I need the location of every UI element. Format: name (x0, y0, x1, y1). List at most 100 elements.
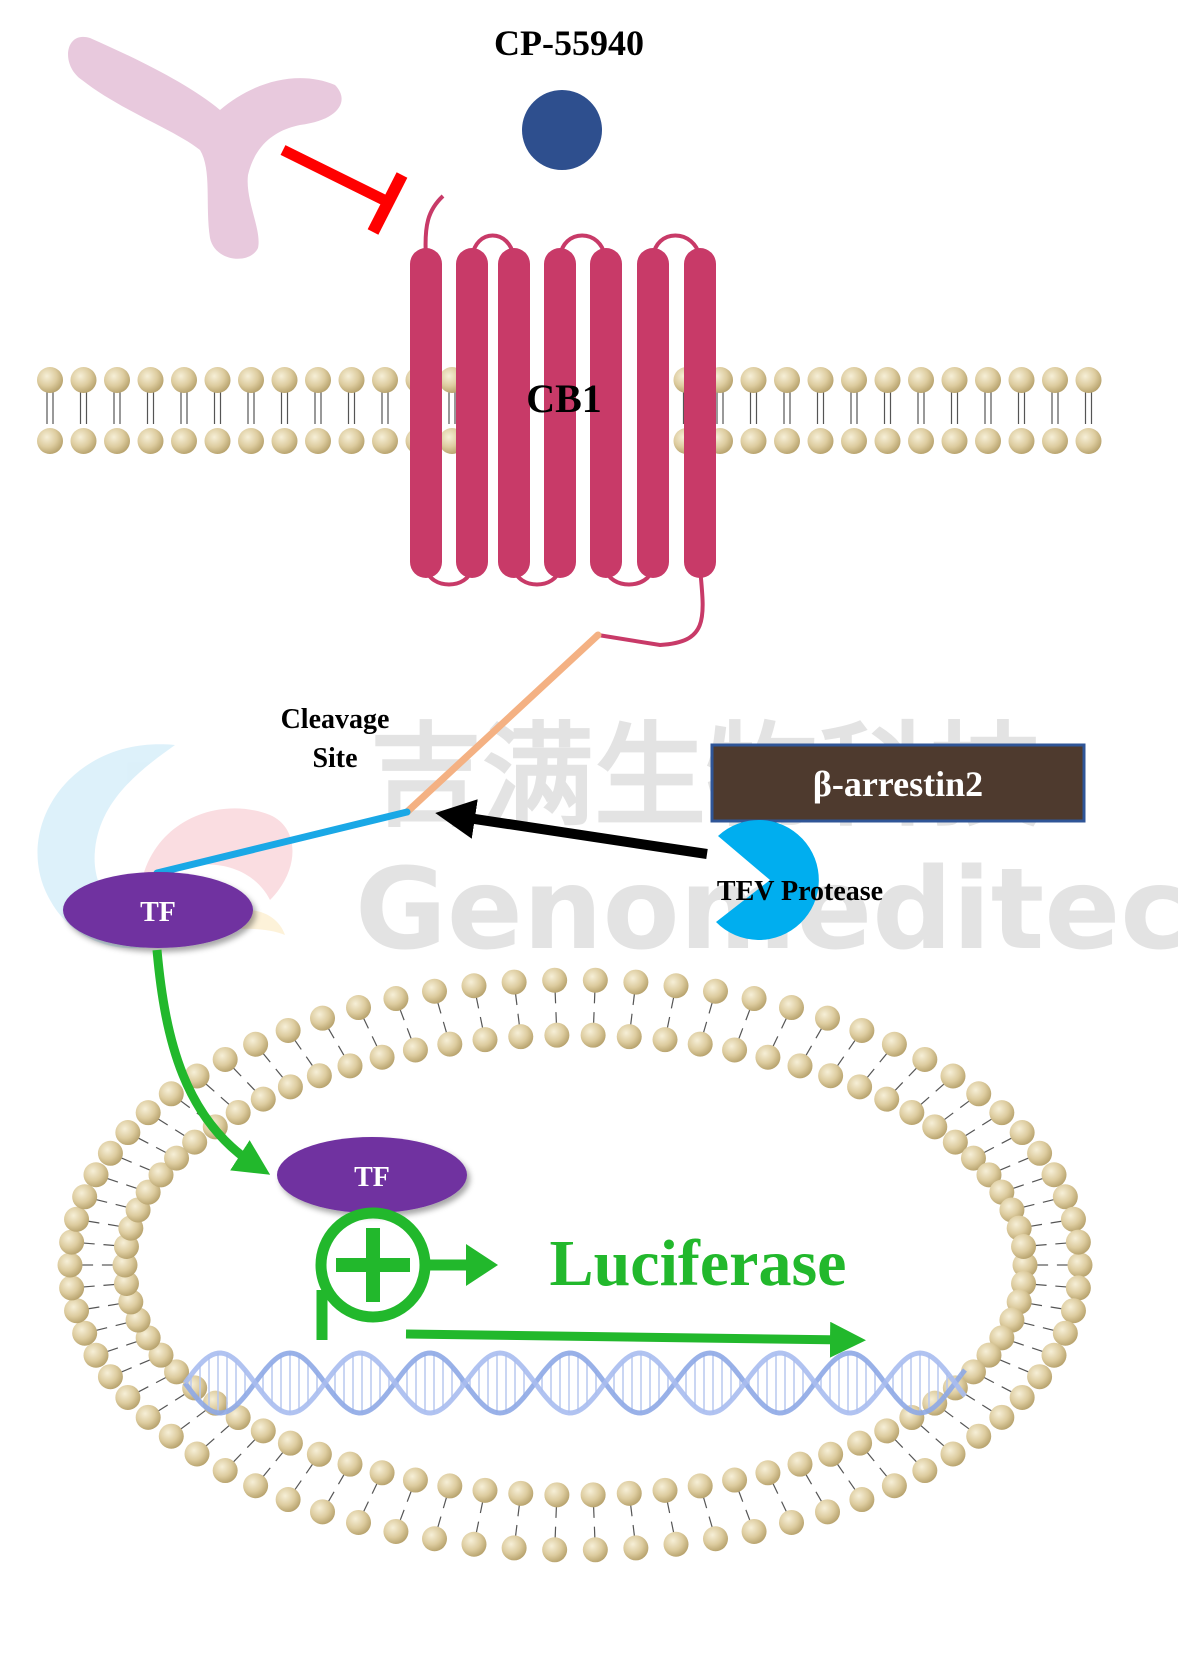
nuclear-lipid (83, 1162, 161, 1205)
inhibition-symbol (280, 145, 408, 235)
tev-protease-label: TEV Protease (717, 876, 883, 907)
cleavage-site-label-line2: Site (312, 743, 357, 774)
lipid (1075, 367, 1102, 454)
cb1-receptor (410, 194, 716, 648)
nuclear-lipid (847, 1430, 907, 1499)
nuclear-lipid (687, 1473, 728, 1552)
nuclear-lipid (422, 978, 463, 1057)
nuclear-lipid (346, 1460, 395, 1535)
nuclear-lipid (874, 1418, 938, 1484)
nuclear-lipid (501, 969, 534, 1050)
dna-helix-icon (183, 1350, 967, 1416)
nuclear-lipid (275, 1441, 332, 1513)
nuclear-lipid (687, 978, 728, 1057)
lipid (807, 367, 834, 454)
beta-arrestin2-label: β-arrestin2 (813, 764, 983, 804)
nuclear-lipid (960, 1120, 1035, 1171)
nuclear-lipid (64, 1206, 144, 1241)
nuclear-lipid (542, 1482, 570, 1563)
nuclear-membrane (57, 967, 1093, 1563)
nuclear-lipid (275, 1017, 332, 1089)
nuclear-lipid (580, 967, 608, 1048)
nuclear-lipid (847, 1031, 907, 1100)
lipid (204, 367, 231, 454)
antibody-icon (68, 36, 342, 259)
nuclear-lipid (97, 1140, 174, 1188)
lipid (171, 367, 197, 454)
nuclear-lipid (310, 1005, 363, 1079)
nuclear-lipid (115, 1120, 190, 1171)
lipid (238, 367, 264, 454)
nuclear-lipid (922, 1081, 992, 1140)
nuclear-lipid (652, 973, 689, 1053)
nuclear-lipid (212, 1046, 276, 1112)
nuclear-lipid (59, 1271, 139, 1301)
nuclear-lipid (115, 1359, 190, 1410)
lipid (70, 367, 97, 454)
tf-cytoplasm (63, 872, 253, 948)
nuclear-lipid (652, 1477, 689, 1557)
nuclear-lipid (722, 1467, 767, 1544)
lipid (338, 367, 365, 454)
nuclear-lipid (755, 995, 804, 1070)
tf-nucleus-label: TF (354, 1162, 390, 1193)
nuclear-lipid (616, 969, 649, 1050)
nuclear-lipid (57, 1252, 138, 1278)
nuclear-lipid (135, 1100, 208, 1155)
beta-arrestin2-box (710, 743, 1086, 823)
linker-orange (403, 631, 602, 816)
nuclear-lipid (542, 967, 570, 1048)
nuclear-lipid (989, 1325, 1067, 1368)
translocation-arrow (152, 949, 271, 1175)
lipid (908, 367, 934, 454)
nuclear-lipid (874, 1046, 938, 1112)
linker-blue (153, 808, 411, 877)
nuclear-lipid (899, 1063, 966, 1125)
ligand-label: CP-55940 (494, 23, 644, 63)
tf-nucleus (277, 1137, 467, 1213)
nuclear-lipid (383, 1467, 428, 1544)
nuclear-lipid (942, 1100, 1015, 1155)
nuclear-lipid (243, 1031, 303, 1100)
lipid (774, 367, 800, 454)
nuclear-lipid (383, 986, 428, 1063)
nuclear-lipid (616, 1480, 649, 1561)
nuclear-lipid (976, 1342, 1053, 1390)
lipid (975, 367, 1001, 454)
lipid (104, 367, 130, 454)
luciferase-label: Luciferase (550, 1227, 847, 1300)
ligand-icon (522, 90, 602, 170)
tf-cytoplasm-label: TF (140, 897, 176, 928)
nuclear-lipid (818, 1017, 875, 1089)
lipid-bilayer (37, 367, 1102, 454)
lipid (1042, 367, 1068, 454)
nuclear-lipid (310, 1451, 363, 1525)
lipid (37, 367, 63, 454)
nuclear-lipid (1006, 1206, 1086, 1241)
nuclear-lipid (212, 1418, 276, 1484)
lipid (941, 367, 968, 454)
nuclear-lipid (580, 1482, 608, 1563)
watermark-logo-petal-icon (140, 808, 293, 900)
nuclear-lipid (755, 1460, 804, 1535)
nuclear-lipid (243, 1430, 303, 1499)
nuclear-lipid (461, 973, 498, 1053)
nuclear-lipid (976, 1140, 1053, 1188)
nuclear-lipid (97, 1342, 174, 1390)
nuclear-lipid (787, 1005, 840, 1079)
nuclear-lipid (722, 986, 767, 1063)
lipid (841, 367, 867, 454)
lipid (137, 367, 164, 454)
nuclear-lipid (135, 1375, 208, 1430)
tev-protease-icon (716, 819, 819, 940)
lipid (874, 367, 901, 454)
nuclear-lipid (1011, 1229, 1091, 1259)
cleavage-arrow (435, 799, 708, 859)
nuclear-lipid (1011, 1271, 1091, 1301)
promoter-activation-icon (315, 1207, 498, 1340)
lipid (1008, 367, 1035, 454)
lipid (740, 367, 767, 454)
cleavage-site-label-line1: Cleavage (281, 704, 390, 735)
lipid (372, 367, 398, 454)
